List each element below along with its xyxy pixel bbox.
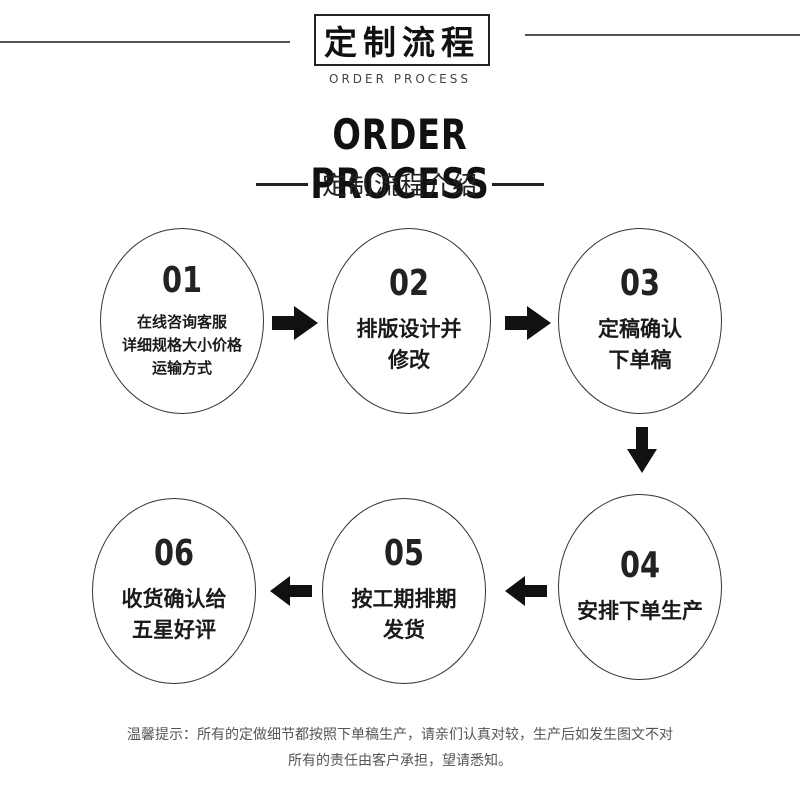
header-rule-left: [0, 41, 290, 43]
step-04-text: 安排下单生产: [577, 596, 703, 627]
step-02-circle: 02 排版设计并 修改: [327, 228, 491, 414]
step-01-line-1: 在线咨询客服: [136, 312, 227, 331]
arrow-right-icon: [505, 306, 551, 340]
page-title: ORDER PROCESS: [310, 110, 490, 208]
step-01-line-2: 详细规格大小价格: [121, 335, 242, 354]
step-04-circle: 04 安排下单生产: [558, 494, 722, 680]
step-05-line-2: 发货: [383, 618, 425, 642]
step-03-line-1: 定稿确认: [598, 317, 682, 341]
step-02-number: 02: [388, 263, 430, 304]
step-04-number: 04: [619, 544, 661, 586]
header-badge-subtitle: ORDER PROCESS: [329, 72, 471, 86]
step-06-text: 收货确认给 五星好评: [122, 584, 227, 646]
step-05-circle: 05 按工期排期 发货: [322, 498, 486, 684]
footer-note-line-1: 温馨提示：所有的定做细节都按照下单稿生产，请亲们认真对较，生产后如发生图文不对: [127, 727, 673, 743]
footer-note-line-2: 所有的责任由客户承担，望请悉知。: [288, 753, 512, 769]
step-06-line-1: 收货确认给: [121, 587, 227, 611]
arrow-left-icon: [270, 576, 312, 606]
step-01-number: 01: [161, 259, 203, 301]
step-06-line-2: 五星好评: [132, 618, 216, 642]
arrow-right-icon: [272, 306, 318, 340]
step-01-text: 在线咨询客服 详细规格大小价格 运输方式: [122, 311, 242, 380]
header-badge: 定制流程: [314, 14, 490, 66]
step-05-line-1: 按工期排期: [351, 587, 457, 611]
step-02-line-2: 修改: [388, 348, 430, 372]
step-04-line-1: 安排下单生产: [577, 598, 703, 623]
subtitle-dash-right: [492, 182, 544, 186]
step-02-line-1: 排版设计并: [356, 317, 462, 341]
subtitle-dash-left: [255, 182, 308, 186]
header-rule-right: [525, 34, 800, 36]
step-03-number: 03: [619, 263, 661, 304]
step-01-line-3: 运输方式: [151, 358, 212, 377]
arrow-down-icon: [627, 427, 657, 473]
step-03-text: 定稿确认 下单稿: [598, 314, 682, 376]
header-badge-text: 定制流程: [324, 23, 480, 62]
step-03-line-2: 下单稿: [608, 348, 672, 372]
step-05-number: 05: [383, 533, 425, 574]
step-03-circle: 03 定稿确认 下单稿: [558, 228, 722, 414]
step-02-text: 排版设计并 修改: [357, 314, 462, 376]
step-06-circle: 06 收货确认给 五星好评: [92, 498, 256, 684]
step-05-text: 按工期排期 发货: [352, 584, 457, 646]
page-subtitle: 定制流程介绍: [321, 171, 478, 200]
arrow-left-icon: [505, 576, 547, 606]
step-06-number: 06: [153, 533, 195, 574]
step-01-circle: 01 在线咨询客服 详细规格大小价格 运输方式: [100, 228, 264, 414]
subtitle-row: 定制流程介绍: [240, 166, 560, 202]
